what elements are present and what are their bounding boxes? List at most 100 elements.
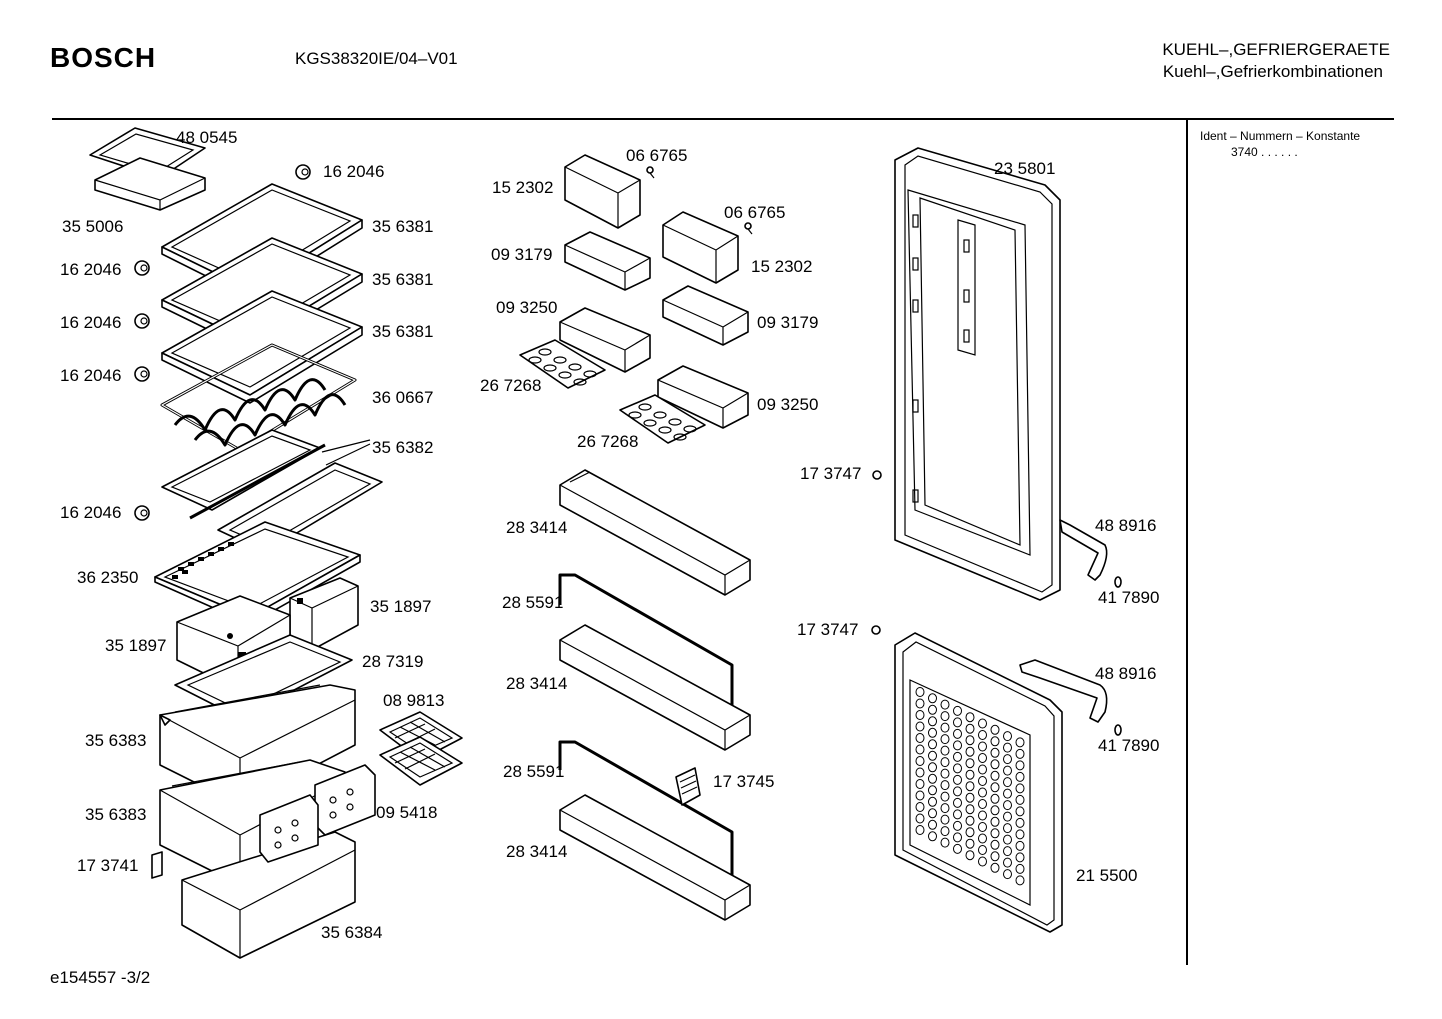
dimple bbox=[953, 705, 962, 716]
category-subtitle: Kuehl–,Gefrierkombinationen bbox=[1163, 62, 1383, 81]
dimple bbox=[990, 782, 1000, 793]
dimple bbox=[953, 786, 962, 797]
dimple bbox=[1003, 811, 1012, 822]
dimple bbox=[990, 839, 1000, 850]
drawing-code: e154557 -3/2 bbox=[50, 968, 150, 987]
dimple bbox=[990, 816, 1000, 827]
part-label: 17 3741 bbox=[77, 856, 138, 875]
dimple bbox=[965, 723, 975, 734]
egg-tray bbox=[519, 339, 606, 389]
ident-value: 3740 . . . . . . bbox=[1231, 145, 1298, 159]
rack-cover bbox=[662, 211, 739, 284]
dimple bbox=[978, 822, 987, 832]
dimple bbox=[915, 790, 925, 801]
dimple bbox=[978, 787, 987, 798]
door-rack-guard-rod bbox=[558, 740, 734, 875]
dimple bbox=[1003, 857, 1012, 868]
clip-icon bbox=[134, 313, 150, 329]
part-label: 21 5500 bbox=[1076, 866, 1137, 885]
part-label: 28 3414 bbox=[506, 674, 567, 693]
dimple bbox=[928, 704, 937, 715]
dimple bbox=[940, 768, 950, 779]
dimple bbox=[978, 776, 987, 786]
clip-icon bbox=[134, 366, 150, 382]
door-handle bbox=[1059, 519, 1108, 581]
brand-logo: BOSCH bbox=[50, 42, 156, 73]
dimple bbox=[940, 826, 950, 837]
dimple bbox=[1003, 731, 1012, 742]
dimple bbox=[928, 773, 937, 784]
dimple bbox=[940, 814, 950, 825]
part-label: 08 9813 bbox=[383, 691, 444, 710]
dimple bbox=[990, 862, 1000, 873]
dimple bbox=[1003, 834, 1012, 845]
dimple bbox=[940, 734, 950, 745]
door-rack bbox=[559, 469, 751, 596]
dimple bbox=[965, 781, 975, 792]
clip-icon bbox=[295, 164, 311, 180]
small-door-rack bbox=[662, 285, 749, 346]
dimple bbox=[1015, 748, 1025, 759]
dimple bbox=[990, 759, 1000, 770]
clip-icon bbox=[134, 505, 150, 521]
dimple bbox=[915, 767, 925, 778]
glass-shelf-356382 bbox=[161, 429, 326, 520]
dimple bbox=[1003, 754, 1012, 765]
fridge-door bbox=[894, 147, 1061, 601]
part-label: 48 8916 bbox=[1095, 664, 1156, 683]
dimple bbox=[990, 736, 1000, 747]
part-label: 35 6383 bbox=[85, 731, 146, 750]
dimple bbox=[978, 741, 987, 752]
dimple bbox=[978, 845, 987, 855]
dimple bbox=[953, 740, 962, 751]
freezer-door-dimple-pattern bbox=[915, 687, 1025, 886]
part-label: 48 0545 bbox=[176, 128, 237, 147]
dimple bbox=[990, 805, 1000, 816]
dimple bbox=[1003, 765, 1012, 776]
part-label: 35 6384 bbox=[321, 923, 382, 942]
dimple bbox=[928, 785, 937, 796]
part-label: 16 2046 bbox=[323, 162, 384, 181]
dimple bbox=[978, 856, 987, 867]
small-door-rack bbox=[564, 231, 651, 291]
part-label: 16 2046 bbox=[60, 503, 121, 522]
part-label: 15 2302 bbox=[492, 178, 553, 197]
part-label: 09 5418 bbox=[376, 803, 437, 822]
part-label: 35 6381 bbox=[372, 322, 433, 341]
part-label: 23 5801 bbox=[994, 159, 1055, 178]
part-label: 35 6383 bbox=[85, 805, 146, 824]
door-rack bbox=[559, 794, 751, 921]
washer-icon bbox=[1114, 576, 1122, 588]
dimple bbox=[1015, 863, 1025, 874]
part-label: 09 3250 bbox=[757, 395, 818, 414]
dimple bbox=[1015, 817, 1025, 828]
part-label: 35 6381 bbox=[372, 217, 433, 236]
dimple bbox=[940, 711, 950, 722]
dimple bbox=[928, 762, 937, 773]
dimple bbox=[915, 813, 925, 824]
dimple bbox=[1003, 846, 1012, 857]
dimple bbox=[978, 833, 987, 844]
dimple bbox=[965, 804, 975, 815]
part-label: 09 3179 bbox=[491, 245, 552, 264]
dimple bbox=[1015, 737, 1025, 748]
part-label: 28 5591 bbox=[502, 593, 563, 612]
dimple bbox=[928, 750, 937, 761]
wine-rack bbox=[160, 343, 357, 452]
part-label: 17 3745 bbox=[713, 772, 774, 791]
dimple bbox=[953, 774, 962, 785]
clip-icon bbox=[134, 260, 150, 276]
part-label: 35 1897 bbox=[105, 636, 166, 655]
dimple bbox=[965, 712, 975, 723]
dimple bbox=[940, 722, 950, 733]
category-title: KUEHL–,GEFRIERGERAETE bbox=[1162, 40, 1390, 59]
dimple bbox=[965, 850, 975, 861]
dimple bbox=[1015, 829, 1025, 840]
dimple bbox=[953, 717, 962, 728]
dimple bbox=[1003, 742, 1012, 753]
part-label: 06 6765 bbox=[626, 146, 687, 165]
dimple bbox=[915, 756, 925, 766]
dimple bbox=[1015, 806, 1025, 817]
part-label: 28 3414 bbox=[506, 518, 567, 537]
part-label: 28 3414 bbox=[506, 842, 567, 861]
